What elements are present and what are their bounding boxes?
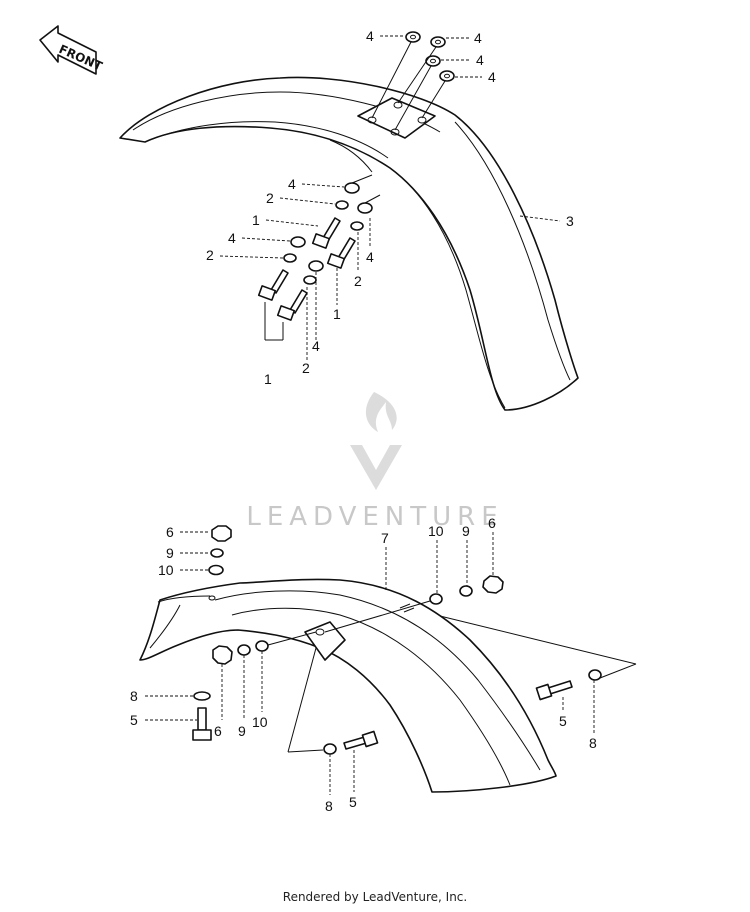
callout-nut: 6 [488, 515, 496, 531]
watermark-text: LEADVENTURE [246, 502, 503, 532]
flame-logo-icon [365, 392, 397, 432]
callout-washer: 10 [252, 714, 268, 730]
callout-fender: 7 [381, 530, 389, 546]
callout-washer: 4 [366, 28, 374, 44]
callout-bolt: 5 [349, 794, 357, 810]
callout-fender: 3 [566, 213, 574, 229]
lower-leader-lines [145, 531, 595, 795]
upper-hardware [257, 174, 381, 321]
callout-washer: 4 [474, 30, 482, 46]
callout-bolt: 1 [333, 306, 341, 322]
callout-bolt: 1 [252, 212, 260, 228]
upper-callouts: 4 4 4 4 3 4 2 1 4 2 4 2 1 1 2 4 [206, 28, 574, 387]
callout-washer: 8 [130, 688, 138, 704]
callout-washer: 4 [288, 176, 296, 192]
callout-washer: 4 [476, 52, 484, 68]
callout-bolt: 5 [559, 713, 567, 729]
watermark: LEADVENTURE [246, 392, 503, 532]
lower-callouts: 6 9 10 7 10 9 6 6 9 10 8 5 5 8 8 5 [130, 515, 597, 814]
lower-hardware [192, 525, 637, 755]
callout-nut: 6 [166, 524, 174, 540]
callout-lockwasher: 2 [302, 360, 310, 376]
lower-fender [139, 578, 557, 793]
upper-leader-lines [219, 35, 561, 360]
callout-washer: 8 [589, 735, 597, 751]
callout-bolt: 5 [130, 712, 138, 728]
callout-washer: 4 [228, 230, 236, 246]
v-logo-icon [350, 445, 402, 490]
callout-nut: 6 [214, 723, 222, 739]
callout-lockwasher: 2 [266, 190, 274, 206]
callout-lockwasher: 9 [238, 723, 246, 739]
callout-washer: 10 [428, 523, 444, 539]
callout-lockwasher: 9 [462, 523, 470, 539]
callout-lockwasher: 9 [166, 545, 174, 561]
callout-lockwasher: 2 [354, 273, 362, 289]
upper-top-washers [371, 31, 455, 131]
callout-washer: 10 [158, 562, 174, 578]
footer-credit: Rendered by LeadVenture, Inc. [282, 890, 468, 904]
callout-washer: 8 [325, 798, 333, 814]
callout-washer: 4 [488, 69, 496, 85]
callout-bolt: 1 [264, 371, 272, 387]
callout-washer: 4 [312, 338, 320, 354]
callout-lockwasher: 2 [206, 247, 214, 263]
callout-washer: 4 [366, 249, 374, 265]
front-arrow-icon: FRONT [39, 25, 105, 75]
